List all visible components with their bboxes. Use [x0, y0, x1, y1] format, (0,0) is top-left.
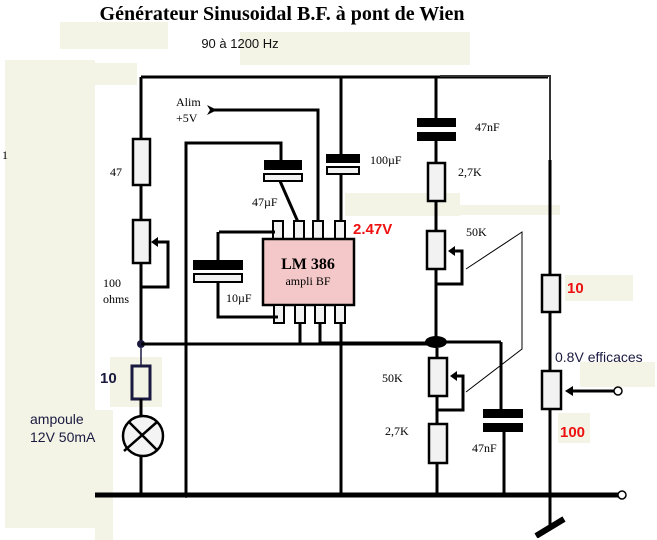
capacitor-47nF-series-plate [417, 118, 456, 127]
highlight-patch [558, 413, 590, 443]
label-r-2-7K-series: 2,7K [458, 165, 482, 179]
label-pot-50K-parallel: 50K [382, 371, 403, 385]
label-r-10-output: 10 [567, 280, 584, 297]
output-terminal-signal[interactable] [613, 386, 623, 396]
label-pin-voltage: 2.47V [353, 221, 392, 238]
lamp-cross [128, 421, 158, 451]
ground-icon [534, 516, 566, 538]
label-lamp-line2: 12V 50mA [30, 429, 96, 445]
label-c-47uF: 47µF [252, 195, 278, 209]
supply-arrow-icon [207, 105, 217, 115]
label-supply-line2: +5V [176, 111, 198, 125]
capacitor-47uF-plate [264, 160, 302, 170]
highlight-patch [420, 205, 560, 215]
label-lamp-line1: ampoule [30, 411, 84, 427]
wire [318, 323, 432, 345]
highlight-patch [95, 63, 137, 85]
potentiometer-100-output [540, 369, 563, 411]
highlight-patch [5, 60, 95, 528]
output-terminal-ground[interactable] [617, 490, 627, 500]
chip-description: ampli BF [285, 274, 330, 288]
pot-wiper-wire [436, 249, 464, 286]
wiper-arrow-icon [151, 237, 158, 247]
ganged-pot-link [465, 231, 523, 393]
capacitor-100uF-plate [326, 154, 360, 163]
label-pot-100-line1: 100 [103, 276, 121, 290]
chip-pin [314, 304, 326, 324]
chip-name: LM 386 [281, 256, 335, 273]
highlight-patch [565, 275, 633, 301]
wire [216, 282, 278, 319]
capacitor-10uF-plate [193, 260, 243, 270]
potentiometer-50K-parallel [427, 356, 449, 398]
label-pot-100-line2: ohms [103, 292, 129, 306]
label-r-2-7K-parallel: 2,7K [385, 424, 409, 438]
label-r-10-lamp: 10 [100, 370, 117, 387]
margin-mark: 1 [2, 148, 8, 162]
highlight-patch [580, 362, 655, 387]
diagram-title: Générateur Sinusoidal B.F. à pont de Wie… [100, 3, 465, 25]
resistor-47 [131, 137, 152, 187]
frequency-range: 90 à 1200 Hz [201, 36, 278, 51]
chip-pin [334, 304, 346, 324]
highlight-patch [95, 410, 113, 540]
capacitor-100uF-plate [326, 166, 360, 175]
label-c-47nF-parallel: 47nF [472, 441, 497, 455]
highlight-patch [240, 32, 470, 65]
label-r-100-output: 100 [560, 424, 585, 441]
lm386-chip [261, 237, 356, 307]
pot-wiper-wire [437, 374, 465, 412]
label-output-level: 0.8V efficaces [555, 349, 643, 365]
supply-wire [214, 108, 320, 222]
label-c-47nF-series: 47nF [475, 120, 500, 134]
potentiometer-100-ohms [131, 218, 152, 265]
capacitor-10uF-plate [193, 273, 243, 283]
resistor-2-7K-series [426, 161, 447, 203]
label-r-47: 47 [110, 165, 122, 179]
chip-pin [312, 220, 324, 240]
wiper-arrow-icon [448, 246, 455, 256]
resistor-2-7K-parallel [427, 422, 449, 465]
chip-pin [293, 220, 305, 240]
label-c-10uF: 10µF [226, 291, 252, 305]
capacitor-47uF-plate [263, 173, 303, 182]
resistor-10-lamp [130, 364, 152, 401]
chip-pin [273, 304, 285, 324]
wire [184, 141, 283, 495]
label-c-100uF: 100µF [370, 153, 402, 167]
wire [278, 180, 300, 223]
lamp-cross [123, 421, 158, 452]
capacitor-47nF-parallel-plate [483, 423, 523, 432]
capacitor-47nF-parallel-plate [483, 409, 523, 418]
chip-pin [294, 304, 306, 324]
label-supply-line1: Alim [176, 95, 201, 109]
label-pot-50K-series: 50K [466, 225, 487, 239]
highlight-patch [60, 22, 168, 49]
potentiometer-50K-series [425, 229, 447, 271]
resistor-10-output [540, 273, 562, 314]
pot-wiper-wire [141, 240, 170, 289]
capacitor-47nF-series-plate [417, 132, 456, 141]
wiper-arrow-icon [450, 371, 457, 381]
chip-pin-output [334, 220, 346, 240]
chip-pin [272, 220, 284, 240]
wiper-arrow-icon [565, 386, 573, 396]
